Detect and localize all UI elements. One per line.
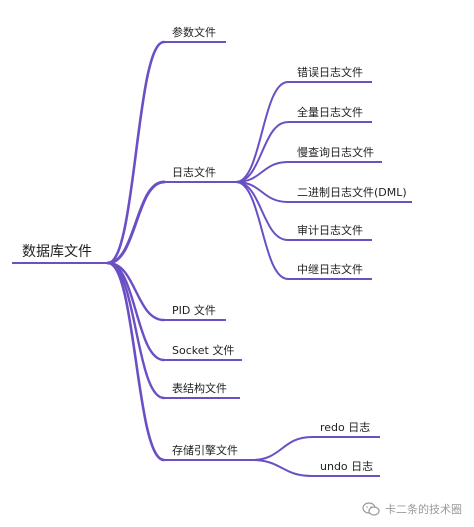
edge-root-socket (106, 261, 166, 362)
edge-log-slow (235, 161, 289, 183)
node-log-slow: 慢查询日志文件 (297, 145, 374, 159)
node-undo: undo 日志 (320, 460, 373, 473)
edge-root-param (106, 40, 166, 265)
edge-root-log (106, 180, 166, 265)
node-log-error: 错误日志文件 (297, 65, 363, 79)
node-redo: redo 日志 (320, 421, 370, 434)
node-log-relay: 中继日志文件 (297, 262, 363, 276)
node-log-general: 全量日志文件 (297, 105, 363, 119)
edge-log-general (235, 121, 289, 183)
edge-root-table-struct (106, 261, 166, 400)
node-log: 日志文件 (172, 165, 216, 179)
node-table-struct: 表结构文件 (172, 381, 227, 395)
wechat-icon (362, 502, 380, 516)
node-log-audit: 审计日志文件 (297, 223, 363, 237)
edge-storage-redo (251, 436, 313, 461)
node-param: 参数文件 (172, 25, 216, 39)
node-log-binary: 二进制日志文件(DML) (297, 185, 407, 199)
node-pid: PID 文件 (172, 303, 216, 317)
watermark-text: 卡二条的技术圈 (385, 503, 462, 516)
node-socket: Socket 文件 (172, 343, 234, 357)
watermark: 卡二条的技术圈 (362, 501, 462, 517)
edge-storage-undo (251, 459, 313, 477)
edge-root-storage (106, 261, 166, 462)
edge-log-error (235, 81, 289, 183)
edge-log-relay (235, 181, 289, 280)
node-storage: 存储引擎文件 (172, 443, 238, 457)
root-label: 数据库文件 (22, 244, 92, 260)
